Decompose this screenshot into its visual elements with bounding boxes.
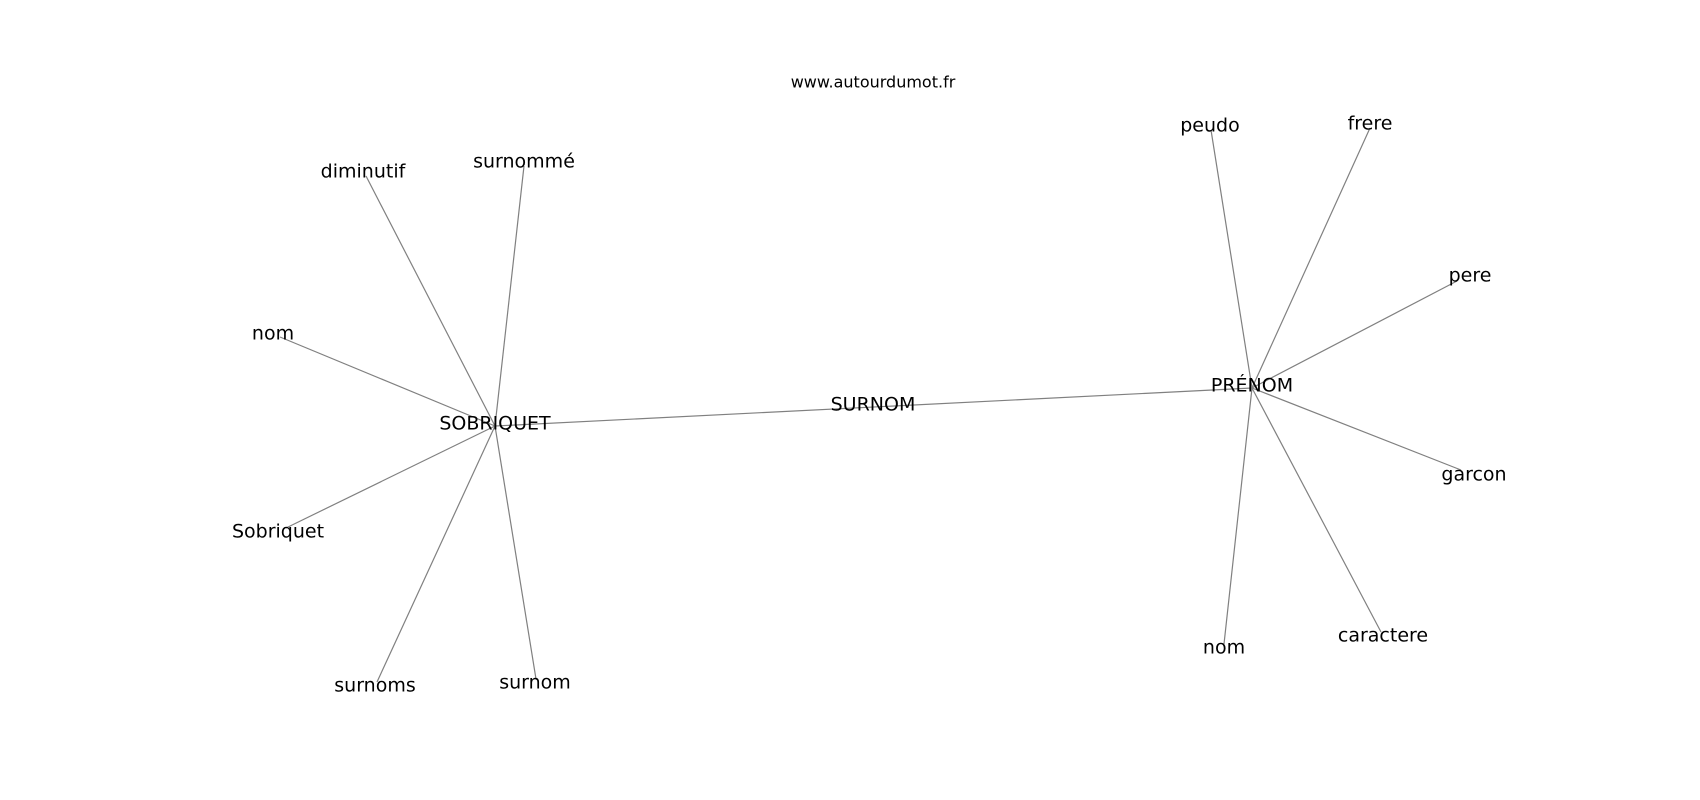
- node-frere[interactable]: frere: [1348, 113, 1393, 135]
- node-sobriquet-lower[interactable]: Sobriquet: [232, 521, 324, 543]
- node-diminutif[interactable]: diminutif: [321, 161, 407, 183]
- edge-sobriquet-hub-diminutif: [365, 175, 496, 427]
- edge-prenom-hub-pere: [1251, 280, 1458, 389]
- node-nom-right[interactable]: nom: [1203, 637, 1245, 659]
- labels-layer: www.autourdumot.fr SURNOM SOBRIQUET diminu…: [232, 73, 1507, 697]
- node-surnom[interactable]: SURNOM: [831, 394, 916, 416]
- edge-prenom-hub-caractere: [1251, 387, 1382, 633]
- edges-layer: [279, 127, 1462, 683]
- edge-sobriquet-hub-sobriquet-lower: [285, 425, 496, 529]
- node-caractere[interactable]: caractere: [1338, 625, 1428, 647]
- node-sobriquet-hub[interactable]: SOBRIQUET: [439, 413, 551, 435]
- node-surnom-lower[interactable]: surnom: [499, 672, 571, 694]
- edge-sobriquet-prenom: [494, 387, 1253, 427]
- edge-sobriquet-hub-surnom-lower: [494, 425, 537, 680]
- edge-prenom-hub-garcon: [1251, 387, 1462, 471]
- edge-sobriquet-hub-nom-left: [279, 336, 496, 427]
- node-peudo[interactable]: peudo: [1180, 115, 1239, 137]
- node-surnomme[interactable]: surnommé: [473, 151, 575, 173]
- node-prenom-hub[interactable]: PRÉNOM: [1211, 374, 1293, 397]
- source-watermark[interactable]: www.autourdumot.fr: [791, 73, 956, 92]
- node-pere[interactable]: pere: [1449, 265, 1492, 287]
- node-surnoms[interactable]: surnoms: [334, 675, 416, 697]
- edge-prenom-hub-nom-right: [1223, 387, 1253, 645]
- edge-sobriquet-hub-surnoms: [376, 425, 496, 683]
- edge-prenom-hub-frere: [1251, 127, 1371, 389]
- node-nom-left[interactable]: nom: [252, 323, 294, 345]
- edge-prenom-hub-peudo: [1210, 129, 1253, 389]
- node-garcon[interactable]: garcon: [1441, 464, 1506, 486]
- edge-sobriquet-hub-surnomme: [494, 165, 525, 427]
